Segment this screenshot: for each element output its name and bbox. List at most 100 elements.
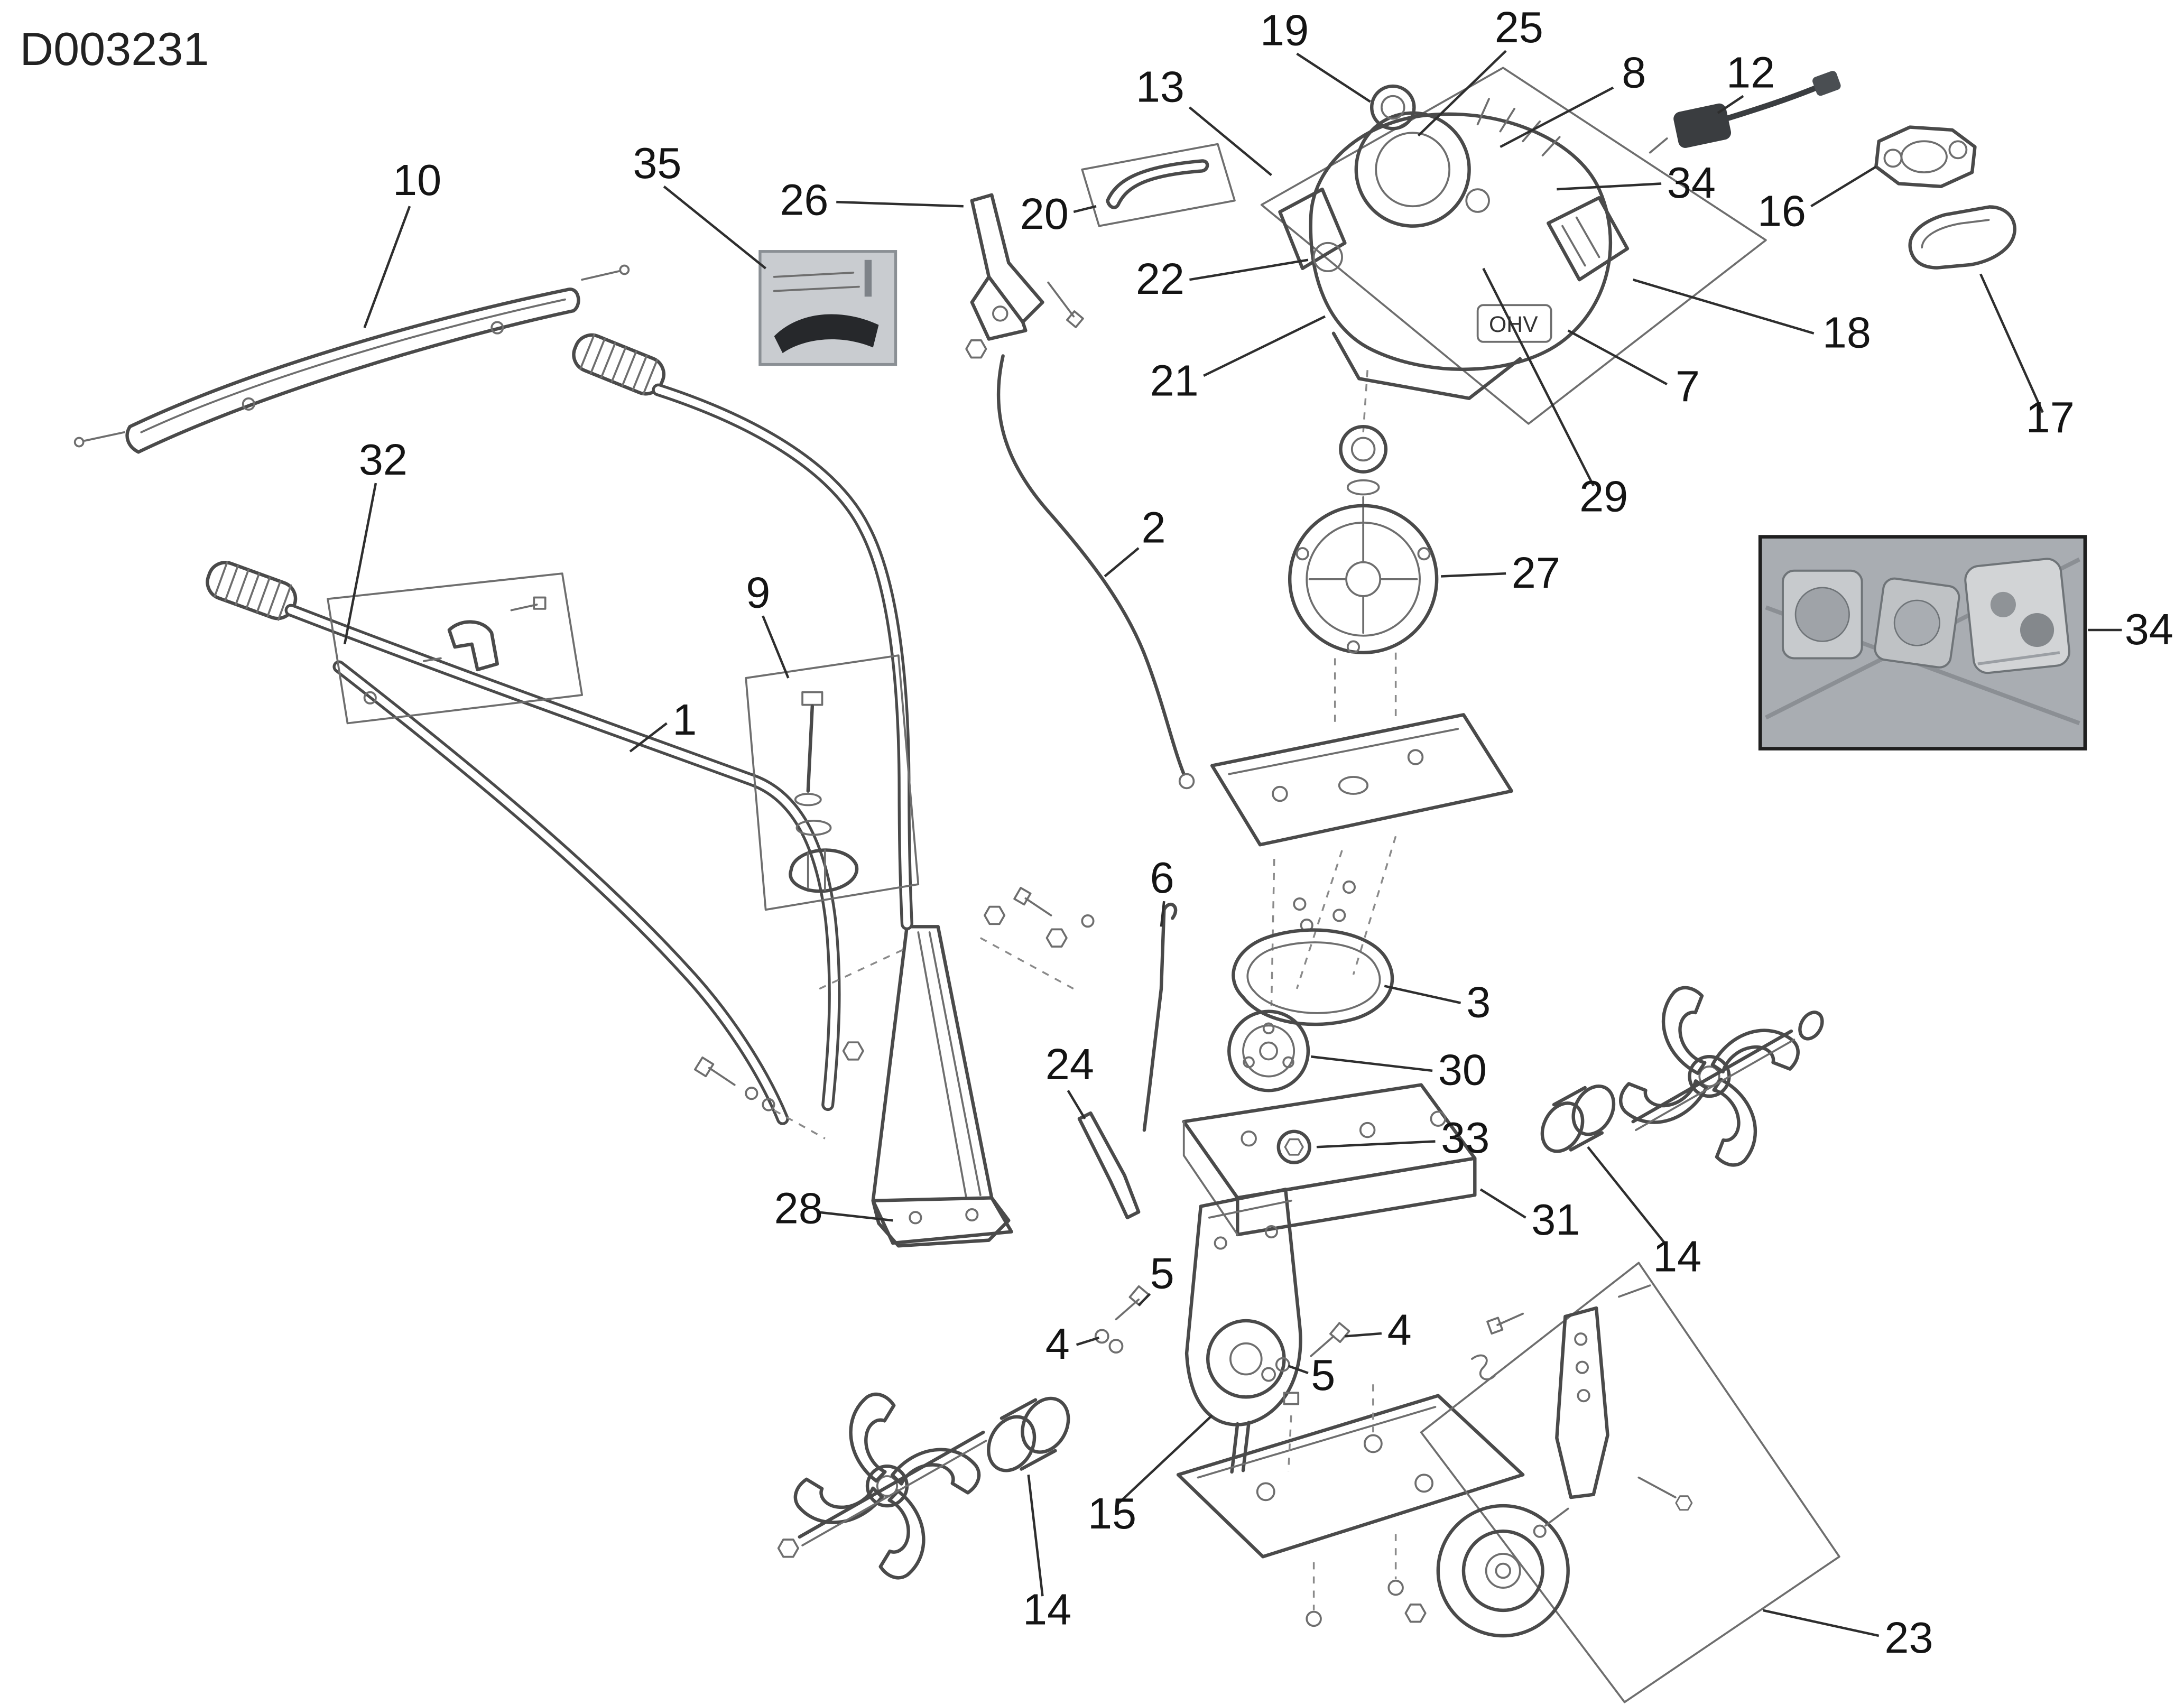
tine-shield-plate — [1176, 1384, 1525, 1627]
callout-22: 22 — [1136, 254, 1309, 303]
svg-text:33: 33 — [1441, 1113, 1489, 1162]
callout-9: 9 — [746, 568, 790, 679]
svg-text:27: 27 — [1512, 548, 1560, 597]
depth-bar-bracket — [1555, 1306, 1609, 1499]
callout-34-inset: 34 — [2088, 605, 2173, 654]
callout-19: 19 — [1260, 6, 1371, 103]
callout-7: 7 — [1567, 329, 1700, 411]
callout-23: 23 — [1763, 1609, 1933, 1662]
callout-18: 18 — [1632, 279, 1871, 357]
callout-5-left: 5 — [1137, 1249, 1174, 1306]
svg-text:30: 30 — [1438, 1045, 1487, 1095]
svg-text:8: 8 — [1622, 48, 1646, 97]
svg-text:12: 12 — [1726, 48, 1775, 97]
photo-inset-34 — [1758, 535, 2087, 750]
callout-14-right: 14 — [1587, 1146, 1701, 1281]
pulley-cup — [1339, 424, 1388, 527]
ignition-coil — [1649, 71, 1841, 154]
svg-text:4: 4 — [1045, 1319, 1070, 1368]
adjust-rod — [1077, 1111, 1141, 1220]
svg-text:14: 14 — [1023, 1585, 1071, 1634]
callout-14-left: 14 — [1023, 1475, 1071, 1634]
svg-text:5: 5 — [1311, 1350, 1335, 1400]
cylinder-head-photo — [1964, 558, 2070, 674]
svg-text:35: 35 — [633, 138, 681, 188]
callout-27: 27 — [1441, 548, 1560, 597]
callout-4-right: 4 — [1345, 1305, 1412, 1354]
svg-text:15: 15 — [1088, 1489, 1136, 1538]
engine-assembly: OHV — [1260, 67, 1767, 432]
callout-6: 6 — [1150, 853, 1174, 927]
callout-8: 8 — [1500, 48, 1646, 148]
cable-guide-bracket — [1081, 143, 1236, 227]
heat-shield — [1908, 205, 2016, 270]
svg-text:24: 24 — [1045, 1040, 1094, 1089]
svg-text:31: 31 — [1531, 1195, 1580, 1244]
svg-text:4: 4 — [1387, 1305, 1412, 1354]
svg-text:17: 17 — [2026, 393, 2075, 442]
handle-support-bracket — [871, 925, 1013, 1248]
callout-16: 16 — [1757, 165, 1877, 236]
tine-assembly-left — [777, 1389, 987, 1583]
wheel — [1436, 1504, 1570, 1638]
callout-33: 33 — [1316, 1113, 1489, 1162]
callout-21: 21 — [1150, 315, 1326, 405]
pulley-boss — [1276, 1129, 1311, 1164]
boss-bolt — [1284, 1138, 1304, 1156]
engine-badge: OHV — [1489, 312, 1538, 337]
callout-10: 10 — [363, 155, 441, 328]
callout-35: 35 — [633, 138, 767, 270]
svg-text:28: 28 — [774, 1184, 823, 1233]
muffler-gasket — [1874, 125, 1977, 189]
air-filter-box — [1278, 187, 1347, 271]
svg-text:5: 5 — [1150, 1249, 1174, 1298]
svg-text:34: 34 — [2125, 605, 2173, 654]
svg-text:10: 10 — [393, 155, 441, 205]
callout-32: 32 — [343, 435, 408, 645]
svg-text:6: 6 — [1150, 853, 1174, 902]
callout-29: 29 — [1482, 267, 1628, 521]
callout-15: 15 — [1088, 1414, 1213, 1538]
svg-text:1: 1 — [672, 695, 697, 744]
recoil-starter — [1354, 111, 1471, 228]
idler-rod — [1142, 903, 1178, 1132]
callout-20: 20 — [1020, 189, 1097, 238]
callout-2: 2 — [1104, 503, 1166, 578]
drive-pulley — [1227, 1009, 1310, 1092]
svg-text:21: 21 — [1150, 356, 1199, 405]
svg-text:26: 26 — [780, 175, 828, 224]
callout-31: 31 — [1479, 1188, 1580, 1244]
diagram-id: D003231 — [20, 23, 209, 75]
engine-mount-plate — [1210, 713, 1514, 1006]
tine-bushing-left — [987, 1396, 1070, 1472]
knob-hardware-panel — [745, 654, 920, 911]
svg-text:14: 14 — [1653, 1231, 1701, 1281]
callout-1: 1 — [629, 695, 697, 753]
svg-text:2: 2 — [1142, 503, 1166, 552]
callout-17: 17 — [1979, 273, 2075, 442]
throttle-cable — [996, 354, 1195, 790]
chassis-frame — [1182, 1083, 1477, 1237]
svg-text:16: 16 — [1757, 187, 1806, 236]
handle-hardware — [693, 887, 1095, 1139]
handlebar-lower — [206, 561, 841, 1125]
svg-text:25: 25 — [1495, 3, 1543, 52]
spark-plug-wire — [1725, 85, 1818, 122]
fuel-cap — [1369, 84, 1416, 131]
svg-text:18: 18 — [1822, 308, 1871, 357]
svg-text:13: 13 — [1136, 62, 1184, 111]
callout-4-left: 4 — [1045, 1319, 1100, 1368]
svg-text:32: 32 — [359, 435, 408, 484]
callout-5-right: 5 — [1288, 1350, 1335, 1400]
svg-text:29: 29 — [1579, 472, 1628, 521]
svg-text:34: 34 — [1667, 158, 1716, 207]
svg-text:9: 9 — [746, 568, 770, 617]
throttle-lever — [965, 193, 1084, 359]
hairpin-clip — [1471, 1354, 1496, 1380]
tine-bushing-right — [1540, 1085, 1616, 1153]
drive-belt — [1232, 928, 1394, 1026]
handle-guard — [73, 264, 630, 454]
belt-cover — [1288, 504, 1439, 729]
